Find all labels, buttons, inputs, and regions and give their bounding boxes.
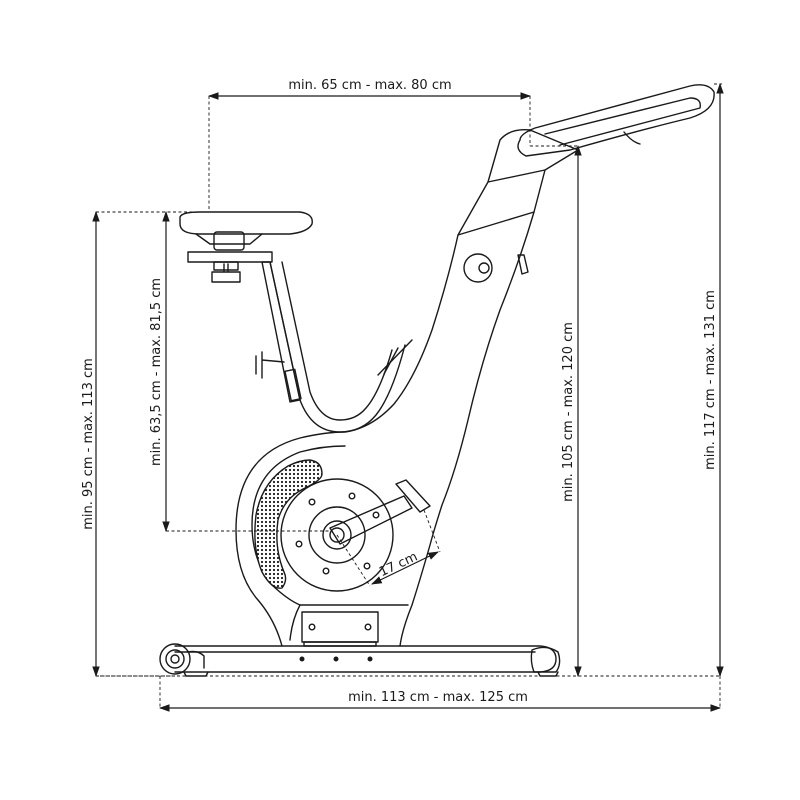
crank-arm (329, 495, 413, 545)
seat-post-sleeve (284, 368, 302, 402)
main-frame-outer (235, 211, 535, 647)
label-overall-length: min. 113 cm - max. 125 cm (348, 690, 528, 705)
saddle (179, 211, 313, 235)
seat-adjust-stem (223, 263, 229, 273)
rear-roller (159, 643, 191, 675)
base-bolt (367, 656, 373, 662)
dimension-lines (92, 82, 724, 712)
crank-center (329, 527, 345, 543)
seat-knob (255, 351, 285, 379)
saddle-clamp (213, 231, 245, 251)
seat-tube-curve-inner (281, 261, 393, 421)
crank-hub (308, 506, 366, 564)
resistance-knob (463, 253, 493, 283)
label-handlebar-height-rear: min. 105 cm - max. 120 cm (561, 322, 576, 502)
base-bolt (299, 656, 305, 662)
label-crank-length: 17 cm (377, 549, 420, 580)
label-seat-height-pedal: min. 63,5 cm - max. 81,5 cm (149, 278, 164, 466)
seat-adjust-knob (211, 271, 241, 283)
label-handlebar-height-front: min. 117 cm - max. 131 cm (703, 290, 718, 470)
resistance-knob-center (478, 262, 490, 274)
seat-tube-curve (269, 261, 406, 433)
mesh-guard (254, 459, 323, 589)
main-frame-inner (251, 445, 346, 641)
handlebar (517, 84, 715, 157)
frame-cable-guide (383, 347, 399, 375)
front-foot (530, 646, 561, 673)
lower-panel-base (303, 641, 377, 647)
handlebar-tab (623, 131, 641, 145)
seat-rail (187, 251, 273, 263)
seat-adjust-block (213, 261, 239, 271)
pedal-ref-line (423, 509, 441, 553)
bike-drawing (159, 84, 715, 677)
saddle-base (195, 233, 263, 245)
rear-roller-hub (170, 654, 180, 664)
crank-ref-line (336, 534, 371, 587)
frame-lever (517, 254, 529, 275)
flywheel-bolts (295, 492, 380, 575)
flywheel (280, 478, 394, 592)
label-seat-height-floor: min. 95 cm - max. 113 cm (81, 358, 96, 530)
label-seat-to-handlebar: min. 65 cm - max. 80 cm (288, 78, 451, 93)
rear-roller-inner (165, 649, 185, 669)
seat-post (261, 261, 301, 403)
handlebar-grip (544, 97, 701, 146)
crank-spindle (322, 520, 352, 550)
dimension-labels: min. 65 cm - max. 80 cm min. 95 cm - max… (81, 78, 718, 705)
handle-post (457, 129, 579, 236)
base-rail (174, 645, 557, 673)
panel-bolt (364, 623, 372, 631)
handle-post-joint (487, 169, 546, 183)
panel-bolt (308, 623, 316, 631)
frame-cable (377, 339, 413, 376)
lower-panel (301, 611, 379, 643)
rear-foot-cap (187, 650, 205, 669)
base-bolt (333, 656, 339, 662)
dim-crank-length (371, 551, 439, 585)
pedal (395, 479, 431, 513)
